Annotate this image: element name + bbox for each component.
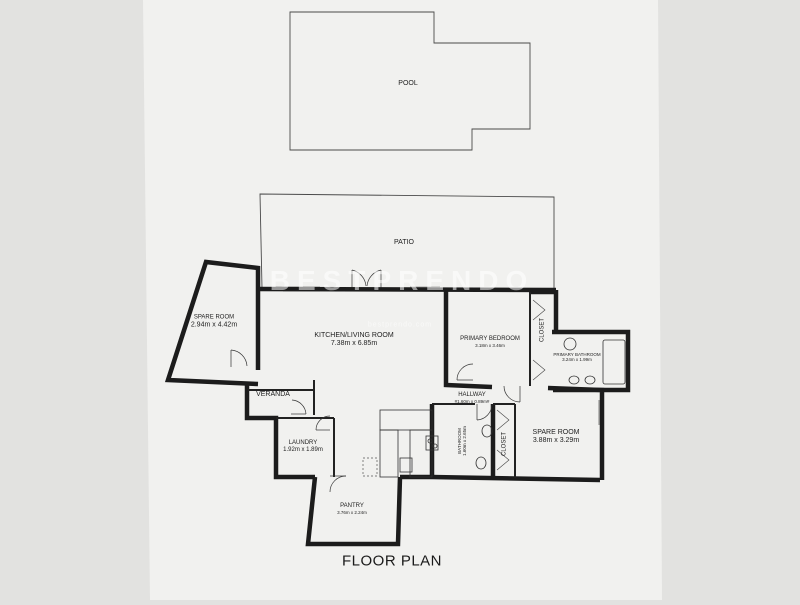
- room-label-spare-room-right: SPARE ROOM 3.88m x 3.29m: [533, 429, 580, 445]
- room-dimensions: 1.60m x 2.65m: [462, 426, 467, 456]
- interior-walls: [248, 292, 531, 478]
- patio-door: [351, 269, 382, 288]
- bathroom-fixtures: [475, 337, 626, 470]
- room-dimensions: 3.18m x 3.46m: [475, 342, 505, 348]
- room-dimensions: #1.60m x 0.89m#: [454, 398, 490, 404]
- room-label-laundry: LAUNDRY 1.92m x 1.89m: [283, 440, 323, 454]
- room-name: SPARE ROOM: [193, 314, 235, 321]
- pool-outline: [289, 11, 531, 151]
- room-label-pantry: PANTRY 3.76m x 2.24m: [337, 503, 367, 515]
- room-label-bathroom: BATHROOM 1.60m x 2.65m: [457, 426, 467, 456]
- room-dimensions: 3.24m x 1.99m: [562, 357, 592, 362]
- room-dimensions: 3.76m x 2.24m: [337, 509, 367, 515]
- room-name: PATIO: [394, 238, 414, 246]
- room-label-hallway: HALLWAY #1.60m x 0.89m#: [455, 392, 490, 404]
- room-label-primary-bathroom: PRIMARY BATHROOM 3.24m x 1.99m: [553, 352, 600, 362]
- room-dimensions: 1.92m x 1.89m: [283, 447, 323, 453]
- room-label-pool: POOL: [398, 80, 417, 88]
- interior-doors: [230, 349, 521, 493]
- kitchen-counters: [379, 409, 439, 478]
- room-label-closet-spare: CLOSET: [502, 432, 509, 456]
- room-name: KITCHEN/LIVING ROOM: [314, 331, 394, 339]
- room-name: CLOSET: [501, 431, 508, 457]
- room-dimensions: 7.38m x 6.85m: [330, 340, 378, 347]
- room-label-closet-primary: CLOSET: [540, 318, 547, 342]
- room-label-veranda: VERANDA: [256, 391, 290, 399]
- watermark-subtext: bestprendo.com: [367, 321, 433, 329]
- room-name: POOL: [398, 79, 418, 87]
- room-name: PRIMARY BATHROOM: [553, 351, 601, 357]
- room-name: PANTRY: [340, 502, 364, 509]
- room-name: LAUNDRY: [288, 440, 318, 447]
- paper-sheet: [143, 0, 662, 600]
- closet-doors: [496, 299, 546, 471]
- watermark: BESTPRENDO: [269, 265, 535, 296]
- room-dimensions: 2.94m x 4.42m: [190, 321, 238, 329]
- room-name: CLOSET: [539, 317, 546, 343]
- room-name: HALLWAY: [458, 391, 486, 398]
- room-name: PRIMARY BEDROOM: [460, 335, 520, 342]
- room-label-kitchen-living: KITCHEN/LIVING ROOM 7.38m x 6.85m: [314, 332, 393, 348]
- room-label-primary-bedroom: PRIMARY BEDROOM 3.18m x 3.46m: [460, 336, 520, 348]
- room-dimensions: 3.88m x 3.29m: [532, 437, 580, 444]
- floor-plan-caption: FLOOR PLAN: [341, 552, 443, 570]
- room-label-patio: PATIO: [394, 239, 414, 247]
- room-name: SPARE ROOM: [532, 428, 580, 436]
- room-label-spare-room-left: SPARE ROOM 2.94m x 4.42m: [191, 315, 237, 330]
- room-name: VERANDA: [256, 390, 290, 398]
